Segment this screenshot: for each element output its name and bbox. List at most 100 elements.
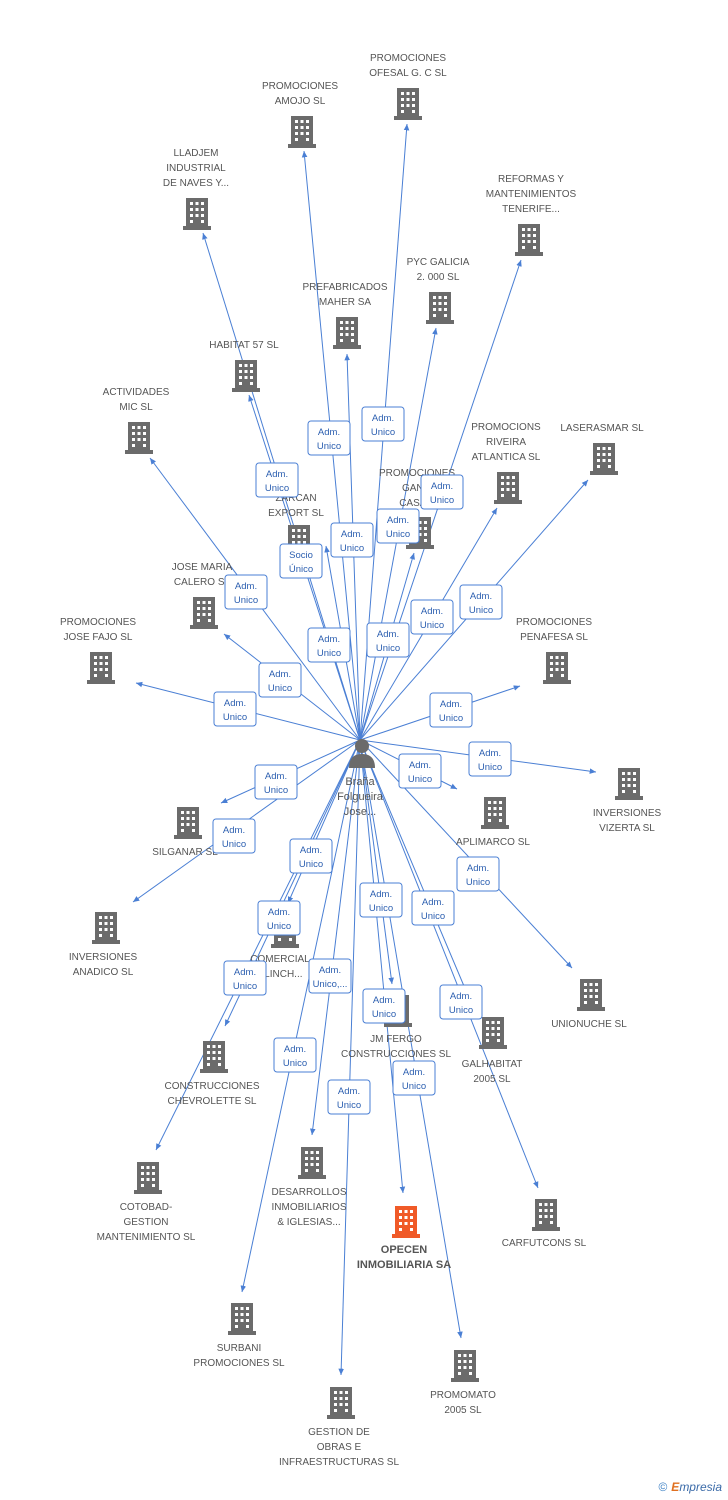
company-node-comercial-ylinch[interactable]: COMERCIALYLINCH... — [250, 916, 310, 980]
company-name-line: HABITAT 57 SL — [209, 340, 279, 351]
role-badge-inversiones-anadico[interactable]: Adm.Unico — [212, 818, 256, 854]
role-badge-jose-maria-calero[interactable]: Adm.Unico — [258, 662, 302, 698]
role-text-line: Adm. — [470, 591, 492, 602]
role-badge-prefabricados-maher[interactable]: Adm.Unico — [330, 522, 374, 558]
company-name-line: CALERO SL — [174, 577, 231, 588]
role-badge-habitat-57[interactable]: Adm.Unico — [307, 627, 351, 663]
role-badge-promociones-penafesa[interactable]: Adm.Unico — [429, 692, 473, 728]
role-badge-aplimarco[interactable]: Adm.Unico — [398, 753, 442, 789]
company-node-carfutcons[interactable]: CARFUTCONS SL — [502, 1199, 587, 1249]
company-name-line: INMOBILIARIA SA — [357, 1259, 451, 1271]
role-text-line: Adm. — [479, 748, 501, 759]
company-name-line: LLADJEM — [173, 148, 218, 159]
role-text-line: Unico — [449, 1005, 473, 1016]
role-badge-box — [398, 753, 442, 789]
building-icon — [183, 198, 211, 230]
role-badge-lladjem[interactable]: Adm.Unico — [255, 462, 299, 498]
role-text-line: Unico — [223, 712, 247, 723]
company-node-jose-maria-calero[interactable]: JOSE MARIA CALERO SL — [172, 562, 233, 629]
company-name-line: JM FERGO — [370, 1034, 422, 1045]
role-badge-box — [410, 599, 454, 635]
company-node-habitat-57[interactable]: HABITAT 57 SL — [209, 340, 279, 392]
role-badge-box — [359, 882, 403, 918]
company-node-promociones-gan[interactable]: PROMOCIONESGAN...CASA... — [379, 468, 455, 549]
role-badge-construcciones-chevrolette[interactable]: Adm.Unico — [257, 900, 301, 936]
role-badge-box — [330, 522, 374, 558]
person-name-line-2: Folgueira — [337, 791, 384, 803]
role-badge-promocions-riveira[interactable]: Adm.Unico — [410, 599, 454, 635]
company-name-line: PENAFESA SL — [520, 632, 588, 643]
company-name-line: 2005 SL — [473, 1074, 511, 1085]
company-node-silganar[interactable]: SILGANAR SL — [152, 807, 218, 858]
role-badge-promomato[interactable]: Adm.Unico — [392, 1060, 436, 1096]
role-badge-pyc-galicia[interactable]: Adm.Unico — [376, 508, 420, 544]
role-text-line: Adm. — [300, 845, 322, 856]
company-name-line: JOSE MARIA — [172, 562, 233, 573]
role-badge-promociones-jose-fajo[interactable]: Adm.Unico — [213, 691, 257, 727]
role-badge-opecen[interactable]: Adm.Unico — [362, 988, 406, 1024]
role-badge-inversiones-vizerta[interactable]: Adm.Unico — [468, 741, 512, 777]
company-node-laserasmar[interactable]: LASERASMAR SL — [560, 423, 644, 475]
role-badge-actividades-mic[interactable]: Adm.Unico — [224, 574, 268, 610]
company-name-line: OBRAS E — [317, 1442, 362, 1453]
brand-name: mpresia — [679, 1480, 722, 1494]
company-name-line: MAHER SA — [319, 297, 372, 308]
company-name-line: PROMOCIONES — [60, 617, 136, 628]
role-badge-box — [429, 692, 473, 728]
company-node-reformas-tenerife[interactable]: REFORMAS YMANTENIMIENTOSTENERIFE... — [486, 174, 577, 256]
role-badge-surbani[interactable]: Adm.Unico — [273, 1037, 317, 1073]
role-badge-box — [362, 988, 406, 1024]
role-badge-promociones-gan[interactable]: Adm.Unico — [366, 622, 410, 658]
building-icon — [134, 1162, 162, 1194]
role-badge-laserasmar[interactable]: Adm.Unico — [459, 584, 503, 620]
role-text-line: Adm. — [373, 995, 395, 1006]
role-text-line: Adm. — [319, 965, 341, 976]
role-badge-cotobad[interactable]: Adm.Unico — [223, 960, 267, 996]
role-badge-gestion-obras[interactable]: Adm.Unico — [327, 1079, 371, 1115]
company-node-aplimarco[interactable]: APLIMARCO SL — [456, 797, 530, 848]
role-badge-comercial-ylinch[interactable]: Adm.Unico — [289, 838, 333, 874]
role-text-line: Unico — [376, 643, 400, 654]
role-badge-silganar[interactable]: Adm.Unico — [254, 764, 298, 800]
role-badge-promociones-amojo[interactable]: Adm.Unico — [307, 420, 351, 456]
role-badge-reformas-tenerife[interactable]: Adm.Unico — [420, 474, 464, 510]
edge-to-comercial-ylinch — [287, 739, 361, 904]
company-name-line: PROMOMATO — [430, 1390, 496, 1401]
building-icon — [298, 1147, 326, 1179]
center-person-node[interactable]: Braña Folgueira Jose... — [337, 739, 384, 818]
company-name-line: PROMOCIONS — [471, 422, 541, 433]
role-badge-promociones-ofesal[interactable]: Adm.Unico — [361, 406, 405, 442]
role-badge-carfutcons[interactable]: Adm.Unico — [439, 984, 483, 1020]
role-badge-galhabitat[interactable]: Adm.Unico — [411, 890, 455, 926]
role-badge-box — [420, 474, 464, 510]
role-badge-unionuche[interactable]: Adm.Unico — [456, 856, 500, 892]
role-badge-desarrollos-inmobiliarios[interactable]: Adm.Unico,... — [308, 958, 352, 994]
role-badge-jm-fergo[interactable]: Adm.Unico — [359, 882, 403, 918]
role-text-line: Adm. — [372, 413, 394, 424]
company-node-unionuche[interactable]: UNIONUCHE SL — [551, 979, 627, 1030]
role-text-line: Unico — [337, 1100, 361, 1111]
